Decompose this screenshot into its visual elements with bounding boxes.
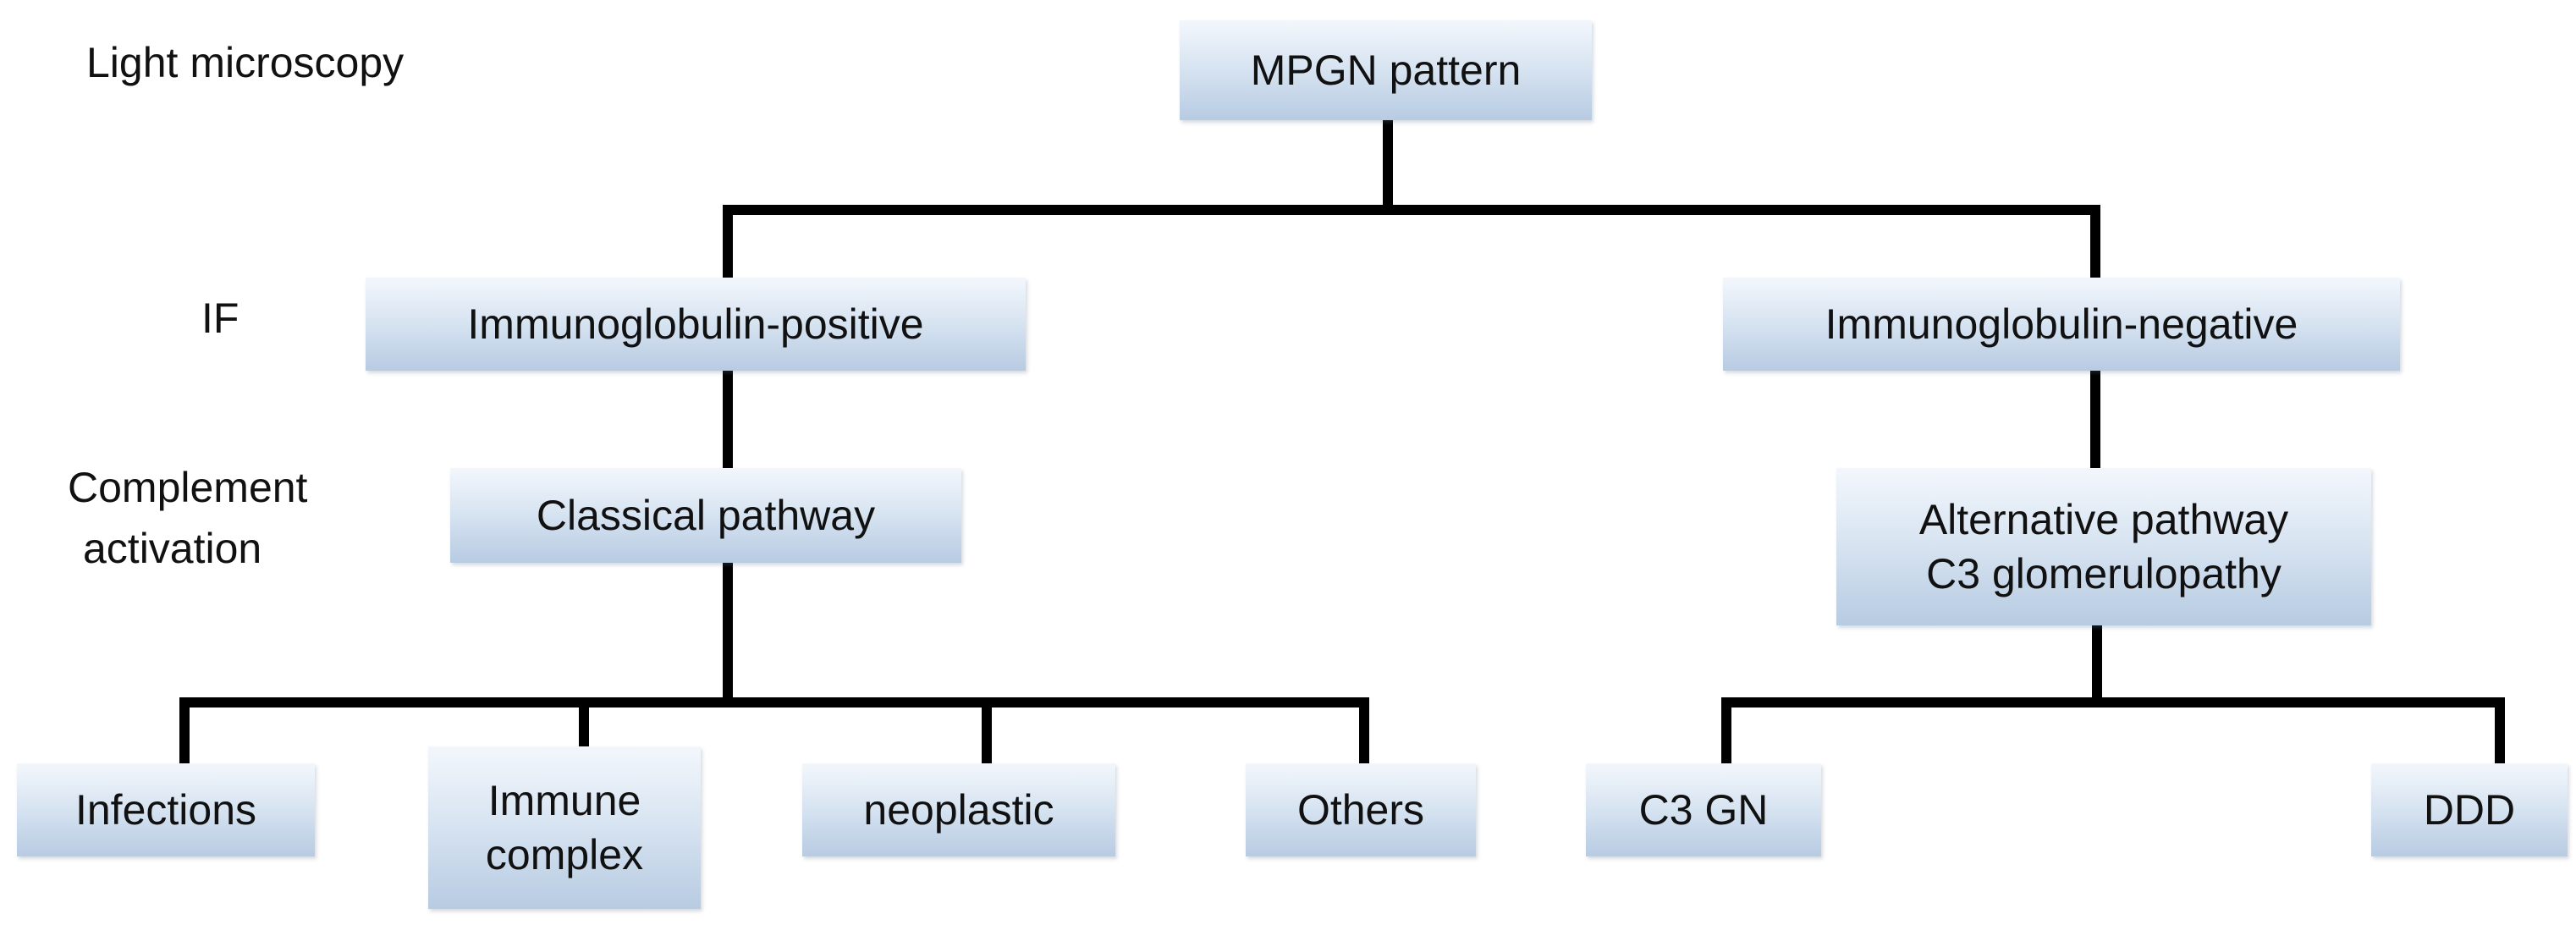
level-label-complement-activation: Complement activation	[68, 457, 307, 579]
node-infections-label: Infections	[74, 786, 256, 834]
node-classical-pathway-label: Classical pathway	[536, 492, 876, 539]
node-alternative-pathway: Alternative pathway C3 glomerulopathy	[1836, 468, 2371, 625]
node-neoplastic: neoplastic	[802, 763, 1115, 856]
node-immunoglobulin-negative-label: Immunoglobulin-negative	[1825, 300, 2298, 348]
node-alternative-pathway-label: Alternative pathway	[1918, 496, 2289, 543]
node-c3gn: C3 GN	[1586, 763, 1821, 856]
node-c3gn-label: C3 GN	[1638, 786, 1769, 834]
node-classical-pathway: Classical pathway	[450, 468, 961, 563]
node-others: Others	[1246, 763, 1476, 856]
node-immune-complex: Immune complex	[428, 746, 701, 909]
node-immune-complex-line1: Immune	[487, 777, 641, 824]
node-ddd-label: DDD	[2423, 786, 2516, 834]
node-immune-complex-line2: complex	[485, 831, 644, 878]
level-label-if: IF	[201, 295, 239, 342]
node-neoplastic-label: neoplastic	[863, 786, 1054, 834]
level-label-complement-line1: Complement	[68, 464, 308, 511]
node-mpgn-pattern-label: MPGN pattern	[1250, 47, 1522, 94]
node-immunoglobulin-positive-label: Immunoglobulin-positive	[467, 300, 924, 348]
node-ddd: DDD	[2371, 763, 2568, 856]
node-c3-glomerulopathy-label: C3 glomerulopathy	[1926, 550, 2282, 597]
node-infections: Infections	[17, 763, 315, 856]
node-others-label: Others	[1296, 786, 1425, 834]
node-immunoglobulin-negative: Immunoglobulin-negative	[1723, 278, 2400, 371]
node-immunoglobulin-positive: Immunoglobulin-positive	[366, 278, 1026, 371]
level-label-complement-line2: activation	[83, 525, 262, 572]
node-mpgn-pattern: MPGN pattern	[1180, 20, 1592, 120]
level-label-light-microscopy: Light microscopy	[86, 39, 405, 86]
